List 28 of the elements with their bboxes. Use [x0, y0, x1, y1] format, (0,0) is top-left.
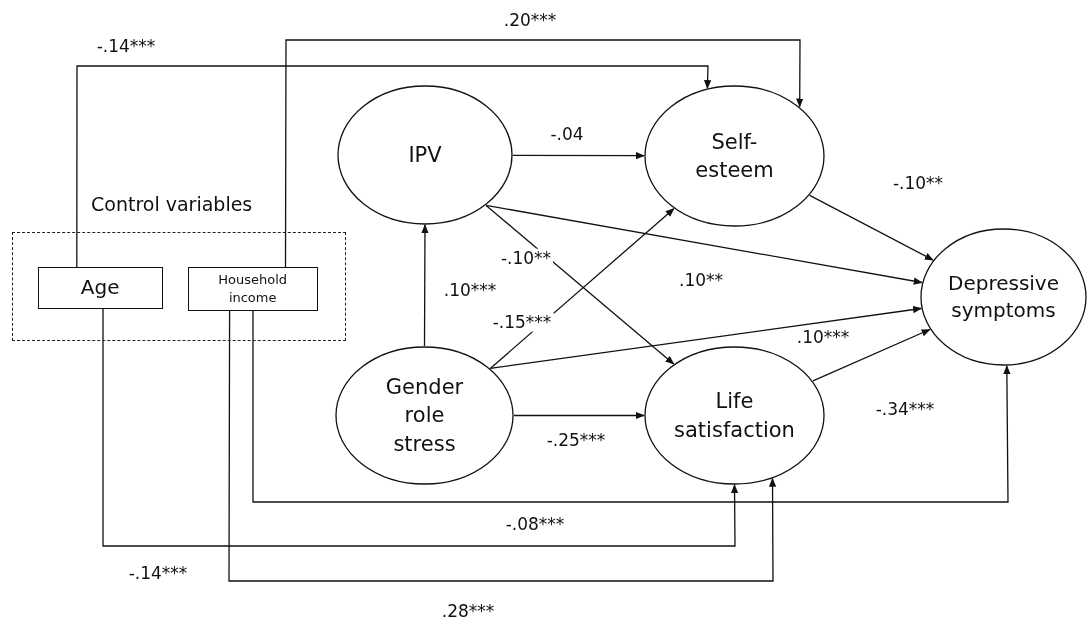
variable-ellipse	[337, 85, 513, 225]
arrow	[489, 306, 923, 370]
arrow	[284, 39, 804, 268]
variable-box	[37, 266, 163, 309]
node-label: Gender role stress	[384, 374, 465, 458]
edge-label: -.15***	[490, 312, 554, 332]
variable-ellipse	[335, 346, 514, 485]
variable-ellipse	[644, 85, 825, 227]
group-heading: Control variables	[91, 193, 253, 215]
node-label: Life satisfaction	[673, 388, 796, 444]
arrow	[485, 204, 923, 285]
arrow	[102, 308, 739, 547]
arrow	[252, 310, 1011, 503]
arrow	[421, 224, 429, 347]
arrow	[76, 65, 712, 268]
arrow	[512, 152, 645, 160]
node-label: Age	[80, 274, 120, 302]
node-label: Self-esteem	[694, 128, 775, 184]
variable-ellipse	[920, 228, 1087, 366]
variable-ellipse	[644, 346, 825, 485]
node-label: IPV	[408, 141, 442, 169]
node-label: Depressive symptoms	[947, 270, 1060, 324]
arrow	[228, 310, 777, 582]
arrow	[809, 194, 934, 261]
arrow	[513, 411, 645, 420]
variable-box	[187, 266, 318, 311]
arrow	[812, 328, 931, 382]
node-label: Household income	[217, 271, 289, 307]
